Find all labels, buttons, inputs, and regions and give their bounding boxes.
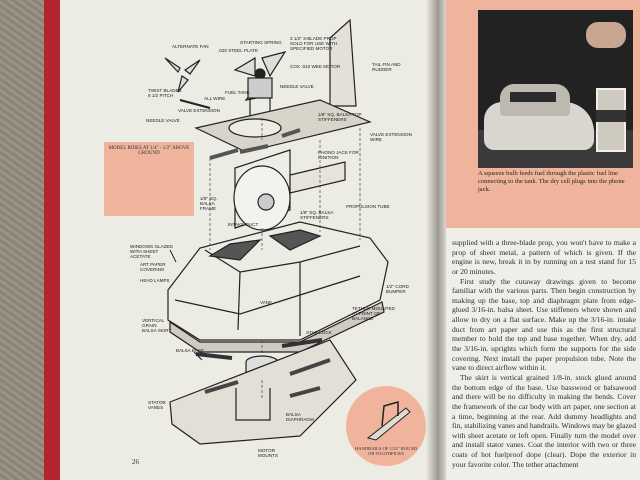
page-number: 26 xyxy=(132,458,139,466)
handrail-detail-drawing xyxy=(366,401,411,441)
diagram-callout: 1/8" SQ. BALSA FRAME xyxy=(200,196,218,212)
diagram-callout: ALL WIRE xyxy=(204,96,226,101)
hand xyxy=(586,22,626,48)
diagram-callout: TAIL FIN AND RUDDER xyxy=(372,62,401,73)
diagram-callout: NEEDLE VALVE xyxy=(280,84,314,89)
diagram-callout: STARTING SPRING xyxy=(240,40,282,45)
diagram-callout: FUEL TANK xyxy=(225,90,250,95)
diagram-callout: BALSA BASE xyxy=(176,348,205,353)
inset-label: MODEL RIDES AT 1/4" - 1/2" ABOVE GROUND xyxy=(108,146,190,156)
book-binding-edge xyxy=(44,0,60,480)
photo-caption: A squeeze bulb feeds fuel through the pl… xyxy=(478,170,625,194)
diagram-callout: PHONO JACK FOR IGNITION xyxy=(318,150,359,161)
body-paragraph: First study the cutaway drawings given t… xyxy=(452,276,636,373)
diagram-callout: ALTERNATE FAN xyxy=(172,44,209,49)
diagram-callout: 3 1/2" 3-BLADE PROP SOLD FOR USE WITH SP… xyxy=(290,36,338,52)
body-paragraph: supplied with a three-blade prop, you wo… xyxy=(452,238,636,276)
diagram-callout: BALSA DIAPHRAGM xyxy=(286,412,314,423)
diagram-callout: .020 STEEL PLATE xyxy=(218,48,259,53)
propeller-icon xyxy=(233,51,287,101)
diagram-callout: COX .010 WEE MOTOR xyxy=(290,64,341,69)
diagram-callout: VANE xyxy=(260,300,273,305)
diagram-callout: VERTICAL GRAIN BALSA SKIRT xyxy=(142,318,172,334)
hovercraft-photo xyxy=(478,10,633,168)
diagram-callout: VALVE EXTENSION WIRE xyxy=(370,132,412,143)
diagram-callout: STATOR VANES xyxy=(148,400,166,411)
diagram-callout: 1/8" SQ. BALSA TOP STIFFENERS xyxy=(318,112,362,123)
diagram-callout: NEEDLE VALVE xyxy=(146,118,180,123)
circle-label: HANDRAILS OF 1/32" ROUND OR TOOTHPICKS xyxy=(354,446,418,456)
diagram-callout: MOTOR MOUNTS xyxy=(258,448,278,459)
diagram-callout: HEAD LAMPS xyxy=(140,278,170,283)
top-deck-plate xyxy=(194,99,372,153)
handrail-detail-circle: HANDRAILS OF 1/32" ROUND OR TOOTHPICKS xyxy=(346,386,426,466)
diagram-callout: PROPULSION TUBE xyxy=(346,204,390,209)
diagram-callout: INTAKE DUCT xyxy=(228,222,259,227)
tail-fin xyxy=(329,18,357,107)
book-gutter xyxy=(426,0,446,480)
diagram-callout: 1/8" SQ. BALSA STIFFENERS xyxy=(300,210,334,221)
diagram-callout: ART PAPER COVERING xyxy=(140,262,166,273)
diagram-callout: 1/2" CORD BUMPER xyxy=(386,284,409,295)
alternate-fan-icon xyxy=(164,57,201,93)
diagram-callout: VALVE EXTENSION xyxy=(178,108,220,113)
diagram-callout: WINDOWS GLAZED WITH SHEET ACETATE xyxy=(130,244,173,260)
diagram-callout: TETHER MOUNTED AT POINT OF BALANCE xyxy=(352,306,395,322)
engine-body xyxy=(247,77,273,99)
ride-height-inset: MODEL RIDES AT 1/4" - 1/2" ABOVE GROUND xyxy=(104,142,194,216)
body-paragraph: The skirt is vertical grained 1/8-in. st… xyxy=(452,372,636,469)
diagram-callout: TWIST BLADES 8 1/2 PITCH xyxy=(148,88,182,99)
exploded-hovercraft-diagram xyxy=(111,18,389,445)
diagram-callout: STAR LOCK xyxy=(306,330,332,335)
body-text: supplied with a three-blade prop, you wo… xyxy=(452,238,636,469)
